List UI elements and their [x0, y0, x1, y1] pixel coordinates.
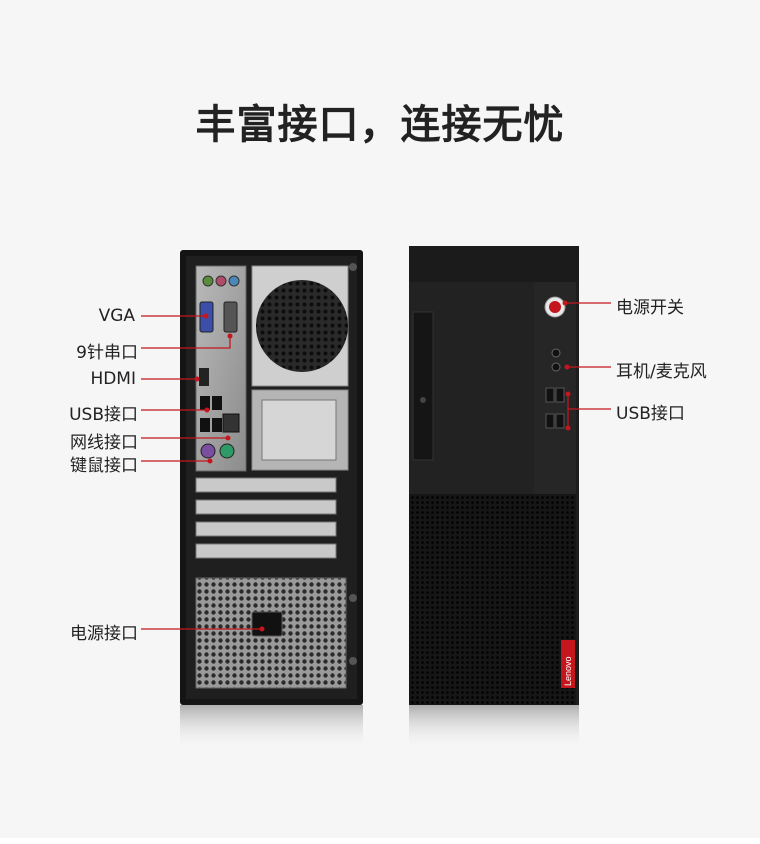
rear-callout-lines	[141, 315, 262, 630]
front-case-reflection	[409, 705, 579, 750]
page-title: 丰富接口，连接无忧	[195, 102, 565, 148]
label-ethernet: 网线接口	[70, 433, 138, 453]
label-audio-jack: 耳机/麦克风	[616, 362, 707, 382]
rear-case	[180, 250, 363, 705]
label-front-usb: USB接口	[616, 404, 685, 424]
label-serial-port: 9针串口	[76, 343, 138, 363]
lenovo-logo: Lenovo	[563, 656, 573, 686]
label-vga: VGA	[98, 306, 135, 326]
front-case: Lenovo	[409, 246, 579, 705]
label-hdmi: HDMI	[90, 369, 136, 389]
label-keyboard-mouse: 键鼠接口	[70, 456, 138, 476]
label-power-connector: 电源接口	[70, 624, 138, 644]
rear-case-reflection	[180, 705, 363, 750]
label-rear-usb: USB接口	[69, 405, 138, 425]
front-callout-lines	[565, 302, 611, 428]
label-power-switch: 电源开关	[616, 298, 684, 318]
